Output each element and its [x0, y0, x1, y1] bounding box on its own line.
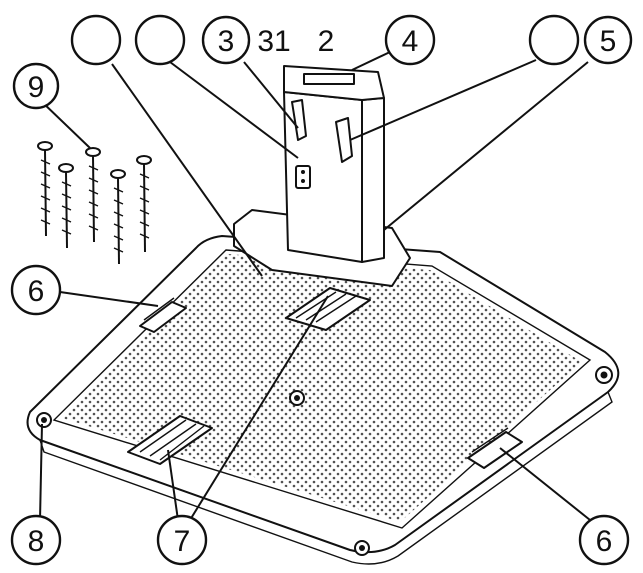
leader-9	[39, 99, 91, 149]
rail-slot-bottom	[127, 415, 213, 465]
center-screw-hole-inner	[294, 395, 300, 401]
callout-7: 7	[156, 514, 208, 566]
svg-text:7: 7	[174, 525, 191, 558]
corner-hole-bottom-inner	[359, 545, 365, 551]
latch-clip-left	[291, 99, 307, 141]
svg-text:6: 6	[28, 275, 45, 308]
callout-blank-1	[70, 14, 122, 66]
corner-hole-right-inner	[600, 371, 608, 379]
leader-lines	[39, 51, 591, 521]
base-plate-edge	[39, 391, 613, 565]
svg-text:3: 3	[218, 25, 235, 58]
callout-blank-2	[134, 14, 186, 66]
corner-hole-left-inner	[41, 417, 47, 423]
screw-set	[37, 141, 152, 265]
leader-4	[351, 51, 391, 71]
callout-3: 3	[201, 15, 251, 65]
leader-7-b	[189, 295, 329, 521]
callout-6-right: 6	[578, 514, 630, 566]
svg-text:6: 6	[596, 525, 613, 558]
leader-blank-3	[349, 59, 537, 141]
svg-text:8: 8	[28, 525, 45, 558]
callout-6-left: 6	[10, 264, 62, 316]
leader-7-a	[167, 449, 179, 521]
callout-9: 9	[12, 62, 60, 110]
bracket-side-face	[361, 97, 385, 263]
rail-slot-top	[285, 287, 371, 331]
leader-6-left	[59, 291, 159, 307]
bracket-top-slot	[303, 73, 355, 85]
clamp-slot-right	[467, 427, 523, 469]
screw-2	[58, 163, 74, 249]
leader-blank-2	[169, 61, 299, 159]
callout-4: 4	[384, 14, 436, 66]
leader-blank-1	[111, 63, 263, 277]
bracket-label-window	[295, 165, 311, 189]
leader-8	[39, 423, 43, 521]
label-window-dot-1	[301, 170, 305, 174]
callout-5: 5	[583, 15, 633, 65]
leader-3	[243, 61, 299, 129]
leader-5	[383, 61, 589, 231]
label-window-dot-2	[301, 179, 305, 183]
clamp-slot-left	[139, 297, 187, 333]
latch-clip-right	[335, 117, 353, 163]
svg-text:9: 9	[28, 71, 45, 104]
svg-text:5: 5	[600, 25, 617, 58]
svg-text:4: 4	[402, 25, 419, 58]
base-plate-texture	[62, 254, 582, 522]
screw-4	[110, 169, 126, 265]
label-31: 31	[257, 25, 290, 58]
label-2: 2	[318, 25, 335, 58]
leader-6-right	[499, 447, 591, 521]
screw-5	[136, 155, 152, 253]
callout-blank-3	[528, 14, 580, 66]
screw-1	[37, 141, 53, 237]
upright-bracket	[233, 65, 411, 287]
callout-8: 8	[10, 514, 62, 566]
base-plate	[26, 235, 620, 565]
screw-3	[85, 147, 101, 243]
